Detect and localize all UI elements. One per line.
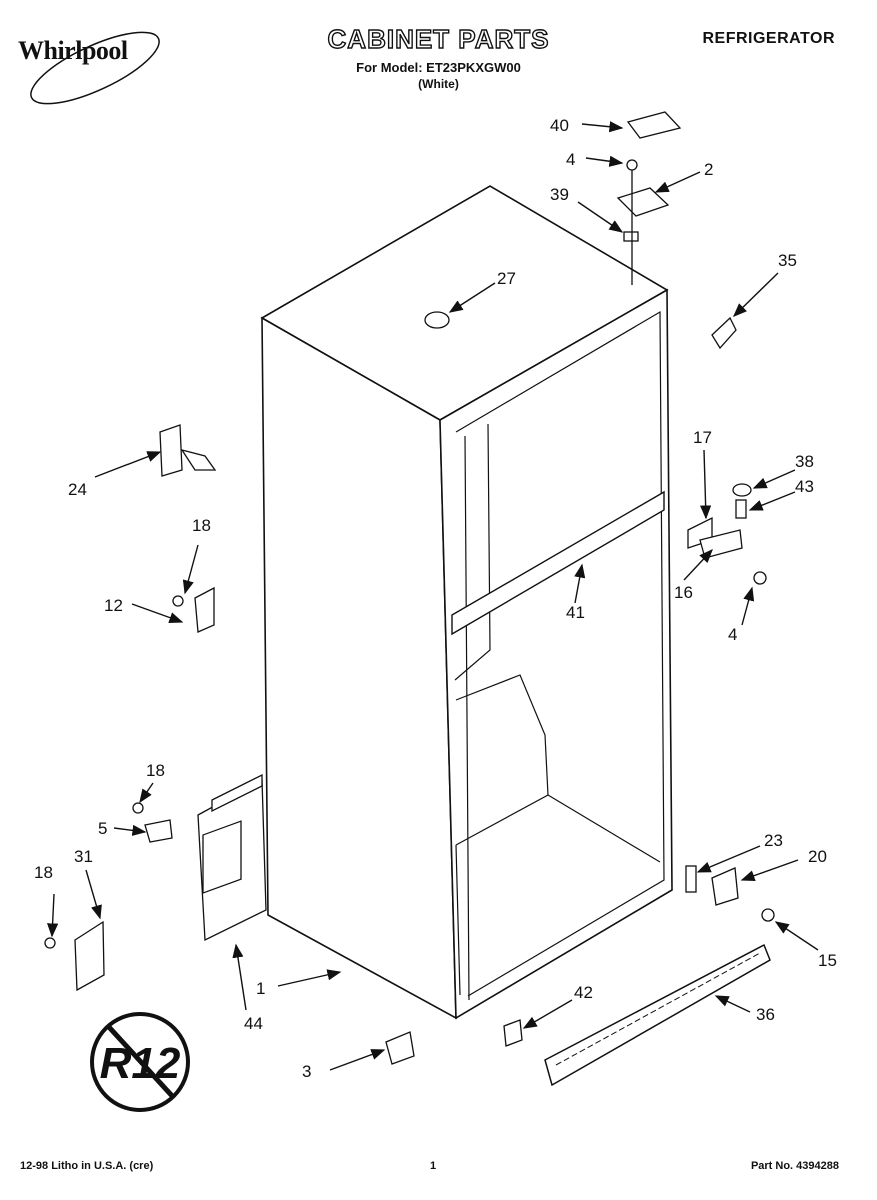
callout-43: 43 bbox=[795, 477, 814, 496]
divider-rail bbox=[451, 490, 665, 636]
product-type: REFRIGERATOR bbox=[702, 30, 835, 47]
litho-note: 12-98 Litho in U.S.A. (cre) bbox=[20, 1160, 154, 1172]
callout-5: 5 bbox=[98, 819, 107, 838]
callouts: 40 4 2 39 35 27 24 18 12 17 38 43 16 41 … bbox=[34, 116, 837, 1081]
model-line: For Model: ET23PKXGW00 bbox=[356, 60, 521, 75]
color-note: (White) bbox=[418, 77, 459, 91]
part-number: Part No. 4394288 bbox=[750, 1160, 839, 1172]
callout-27: 27 bbox=[497, 269, 516, 288]
callout-41: 41 bbox=[566, 603, 585, 622]
callout-1: 1 bbox=[256, 979, 265, 998]
page-number: 1 bbox=[430, 1160, 437, 1172]
callout-38: 38 bbox=[795, 452, 814, 471]
callout-18-lower: 18 bbox=[34, 863, 53, 882]
callout-40: 40 bbox=[550, 116, 569, 135]
leader-lines bbox=[47, 121, 819, 1071]
r12-label: R12 bbox=[100, 1039, 181, 1088]
callout-42: 42 bbox=[574, 983, 593, 1002]
side-bracket bbox=[197, 773, 267, 942]
callout-23: 23 bbox=[764, 831, 783, 850]
callout-4-mid: 4 bbox=[728, 625, 737, 644]
cabinet-body bbox=[260, 185, 673, 1020]
page-title: CABINET PARTS bbox=[327, 23, 550, 54]
logo-swoosh bbox=[30, 31, 160, 105]
callout-24: 24 bbox=[68, 480, 87, 499]
callout-44: 44 bbox=[244, 1014, 263, 1033]
small-parts bbox=[44, 111, 775, 1065]
callout-4-top: 4 bbox=[566, 150, 575, 169]
callout-3: 3 bbox=[302, 1062, 311, 1081]
callout-16: 16 bbox=[674, 583, 693, 602]
callout-35: 35 bbox=[778, 251, 797, 270]
callout-15: 15 bbox=[818, 951, 837, 970]
callout-31: 31 bbox=[74, 847, 93, 866]
callout-18-upper: 18 bbox=[192, 516, 211, 535]
r12-prohibited-mark: R12 bbox=[90, 1012, 190, 1112]
callout-12: 12 bbox=[104, 596, 123, 615]
callout-18-mid: 18 bbox=[146, 761, 165, 780]
callout-20: 20 bbox=[808, 847, 827, 866]
cabinet-interior bbox=[454, 310, 665, 1001]
base-grille bbox=[544, 943, 771, 1087]
callout-2: 2 bbox=[704, 160, 713, 179]
callout-36: 36 bbox=[756, 1005, 775, 1024]
callout-39: 39 bbox=[550, 185, 569, 204]
callout-17: 17 bbox=[693, 428, 712, 447]
whirlpool-logo: Whirlpool bbox=[18, 36, 128, 65]
